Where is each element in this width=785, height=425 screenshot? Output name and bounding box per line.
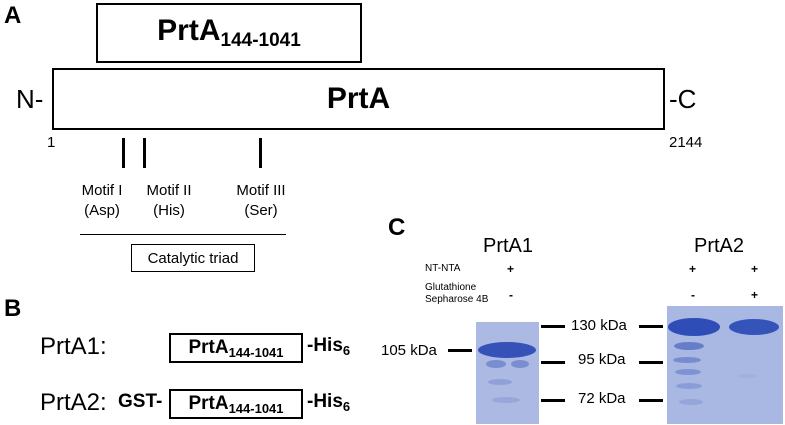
gel-prta1-background bbox=[476, 322, 539, 424]
marker-95-line bbox=[541, 361, 565, 364]
construct-prta1-box-label: PrtA144-1041 bbox=[188, 337, 283, 360]
gel-prta2-lane1-main-band bbox=[668, 318, 720, 336]
marker-105-line bbox=[448, 349, 472, 352]
marker-72-line-right bbox=[639, 399, 663, 402]
gel-prta1-minor-band-3 bbox=[488, 379, 512, 385]
catalytic-triad-label: Catalytic triad bbox=[147, 249, 239, 267]
construct-prta1-name: PrtA1: bbox=[40, 333, 107, 360]
panel-b-letter: B bbox=[4, 295, 22, 322]
motif-i-label: Motif I (Asp) bbox=[72, 181, 132, 221]
gel-prta1-minor-band-1 bbox=[486, 360, 506, 368]
panel-c-letter: C bbox=[388, 214, 406, 241]
construct-prta1-his-text: -His bbox=[307, 335, 343, 356]
construct-prta2-his-tag: -His6 bbox=[307, 391, 350, 414]
motif-ii-label: Motif II (His) bbox=[136, 181, 202, 221]
construct-prta2-gst-tag: GST- bbox=[118, 391, 163, 412]
gel-prta1-minor-band-4 bbox=[492, 397, 520, 403]
motif-iii-name: Motif III bbox=[236, 182, 286, 199]
fragment-range: 144-1041 bbox=[220, 30, 301, 51]
construct-prta1-box: PrtA144-1041 bbox=[169, 333, 303, 363]
gel-prta2-lane1-band-3 bbox=[675, 369, 701, 375]
prta2-lane1-glutathione-sign: - bbox=[691, 288, 695, 302]
construct-prta1-his-sub: 6 bbox=[342, 343, 351, 358]
marker-95-label: 95 kDa bbox=[578, 351, 626, 368]
prta1-ntnta-sign: + bbox=[507, 262, 515, 276]
glutathione-label-line2: Sepharose 4B bbox=[425, 294, 489, 305]
gel-prta2-lane1-band-2 bbox=[673, 357, 701, 363]
residue-end: 2144 bbox=[669, 134, 703, 151]
gel-prta2-lane1-band-4 bbox=[676, 383, 702, 389]
construct-prta2-box-range: 144-1041 bbox=[228, 400, 284, 416]
prta2-lane2-glutathione-sign: + bbox=[751, 288, 759, 302]
gel-prta1-main-band bbox=[478, 342, 536, 358]
motif-iii-label: Motif III (Ser) bbox=[226, 181, 296, 221]
panel-a-letter: A bbox=[4, 2, 22, 29]
gel-prta2-lane2-main-band bbox=[729, 319, 779, 335]
lane-prta1-title: PrtA1 bbox=[483, 235, 534, 257]
construct-prta1-box-name: PrtA bbox=[188, 336, 229, 358]
gel-prta2 bbox=[667, 306, 783, 424]
gel-prta1-minor-band-2 bbox=[511, 360, 529, 368]
gel-prta1 bbox=[476, 322, 539, 424]
gel-prta1-shade bbox=[476, 322, 539, 424]
marker-72-line bbox=[541, 399, 565, 402]
marker-105-label: 105 kDa bbox=[381, 342, 437, 359]
motif-ii-tick bbox=[143, 138, 146, 168]
construct-prta2-his-text: -His bbox=[307, 391, 343, 412]
glutathione-row-label: Glutathione Sepharose 4B bbox=[425, 282, 488, 306]
fragment-name: PrtA bbox=[157, 14, 221, 47]
c-terminus-label: -C bbox=[669, 84, 697, 114]
lane-prta2-title: PrtA2 bbox=[694, 235, 745, 257]
prta2-lane2-ntnta-sign: + bbox=[751, 262, 759, 276]
marker-72-label: 72 kDa bbox=[578, 390, 626, 407]
motif-iii-tick bbox=[259, 138, 262, 168]
fragment-label: PrtA144-1041 bbox=[157, 14, 301, 52]
construct-prta2-box-name: PrtA bbox=[188, 392, 229, 414]
fragment-box: PrtA144-1041 bbox=[96, 3, 362, 63]
glutathione-label-line1: Glutathione bbox=[425, 282, 477, 293]
prta2-lane1-ntnta-sign: + bbox=[689, 262, 697, 276]
protein-label: PrtA bbox=[326, 82, 391, 115]
construct-prta2-name: PrtA2: bbox=[40, 389, 107, 416]
marker-130-line-right bbox=[639, 325, 663, 328]
full-protein-box: PrtA bbox=[52, 68, 665, 130]
motif-iii-residue: (Ser) bbox=[244, 202, 278, 219]
construct-prta2-box: PrtA144-1041 bbox=[169, 389, 303, 419]
marker-95-line-right bbox=[639, 361, 663, 364]
gel-prta2-lane2-faint-band bbox=[737, 374, 757, 378]
triad-bracket-line bbox=[80, 234, 286, 235]
residue-start: 1 bbox=[47, 134, 56, 151]
gel-prta2-lane1-band-5 bbox=[679, 399, 703, 405]
construct-prta1-box-range: 144-1041 bbox=[228, 344, 284, 360]
motif-i-tick bbox=[122, 138, 125, 168]
prta1-glutathione-sign: - bbox=[509, 288, 513, 302]
motif-i-name: Motif I bbox=[81, 182, 123, 199]
motif-ii-name: Motif II bbox=[146, 182, 192, 199]
n-terminus-label: N- bbox=[16, 84, 44, 114]
construct-prta1-his-tag: -His6 bbox=[307, 335, 350, 358]
marker-130-line bbox=[541, 325, 565, 328]
marker-130-label: 130 kDa bbox=[571, 317, 627, 334]
motif-i-residue: (Asp) bbox=[84, 202, 120, 219]
gel-prta2-lane1-band-1 bbox=[674, 342, 704, 350]
construct-prta2-his-sub: 6 bbox=[342, 399, 351, 414]
construct-prta2-box-label: PrtA144-1041 bbox=[188, 393, 283, 416]
motif-ii-residue: (His) bbox=[153, 202, 185, 219]
catalytic-triad-box: Catalytic triad bbox=[131, 244, 255, 272]
ntnta-row-label: NT-NTA bbox=[425, 263, 461, 274]
